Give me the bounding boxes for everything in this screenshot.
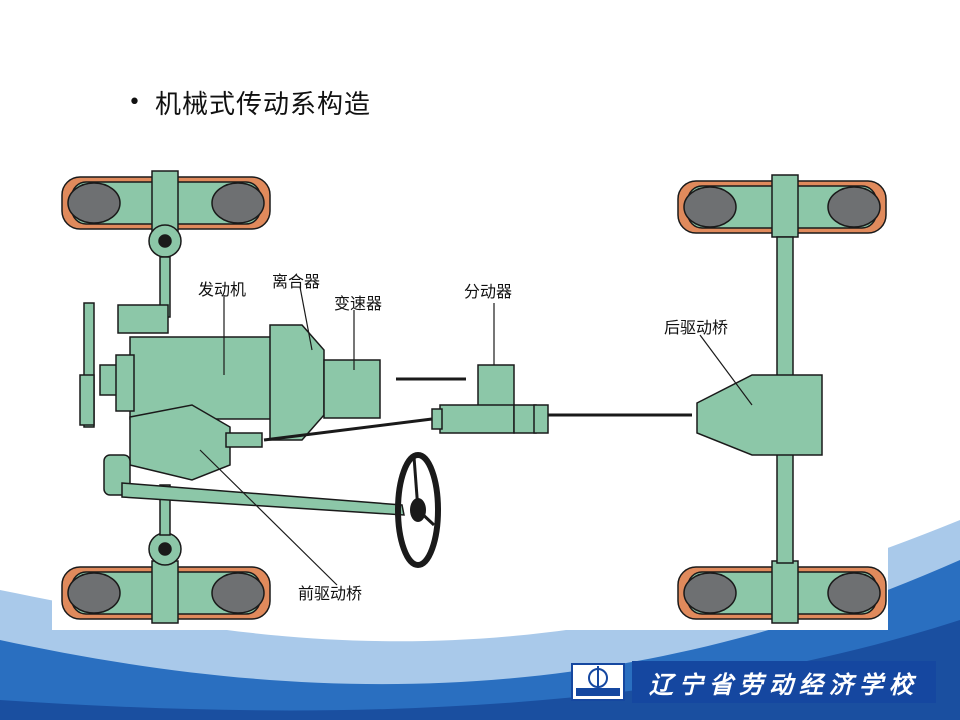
transfer-to-front-shaft (263, 417, 433, 442)
steering-column (121, 482, 405, 516)
steering-wheel (395, 452, 441, 568)
rear-bottom-wheels (677, 450, 887, 624)
clutch-housing (269, 324, 325, 441)
school-name-bar: 辽宁省劳动经济学校 (632, 661, 936, 703)
label-engine: 发动机 (198, 280, 246, 299)
radiator-part (117, 304, 169, 334)
slide-title-row: • 机械式传动系构造 (128, 82, 371, 122)
bullet-marker: • (128, 89, 141, 115)
rear-top-wheels (677, 174, 887, 378)
label-gearbox: 变速器 (334, 294, 382, 313)
school-name: 辽宁省劳动经济学校 (649, 669, 919, 699)
label-clutch: 离合器 (272, 272, 320, 291)
label-front-drive-axle: 前驱动桥 (298, 584, 362, 603)
school-logo-icon (571, 663, 625, 701)
slide-title: 机械式传动系构造 (154, 89, 371, 120)
front-bottom-wheels (61, 484, 271, 624)
transfer-case-lower (439, 404, 515, 434)
fan-blade-bottom (79, 374, 95, 426)
front-top-wheels (61, 170, 271, 318)
label-rear-drive-axle: 后驱动桥 (664, 318, 728, 337)
label-transfer-case: 分动器 (464, 282, 512, 301)
rear-differential (696, 374, 823, 456)
engine-block (129, 336, 273, 420)
fan-blade-top (83, 302, 95, 428)
gearbox-box (323, 359, 381, 419)
transmission-diagram: 发动机 离合器 变速器 分动器 后驱动桥 前驱动桥 (52, 165, 888, 630)
